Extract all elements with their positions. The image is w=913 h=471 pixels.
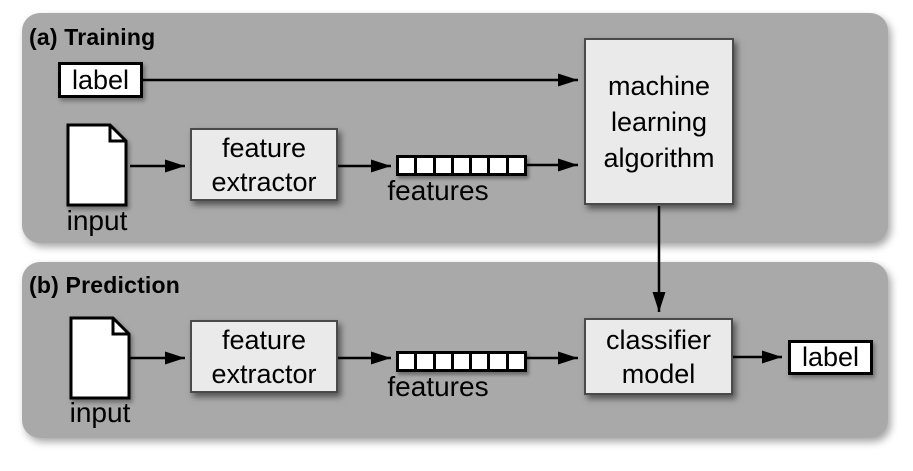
feature-cell: [508, 354, 524, 369]
feature-cell: [508, 158, 524, 173]
input-document-icon: [69, 316, 131, 400]
panel-prediction: [22, 262, 888, 438]
prediction-header: (b) Prediction: [29, 272, 181, 298]
feature-cell: [399, 354, 415, 369]
training-feature-extractor-box: feature extractor: [190, 128, 338, 201]
feature-cell: [399, 158, 415, 173]
prediction-input-caption: input: [69, 397, 131, 428]
feature-cell: [472, 158, 488, 173]
classifier-model-box: classifier model: [584, 318, 733, 395]
feature-cell: [435, 158, 451, 173]
training-label-box: label: [58, 62, 143, 98]
training-input-caption: input: [66, 205, 128, 236]
prediction-feature-vector: [396, 351, 527, 372]
feature-cell: [417, 158, 433, 173]
feature-cell: [490, 354, 506, 369]
input-document-icon: [66, 123, 128, 207]
ml-algorithm-box: machine learning algorithm: [584, 38, 734, 205]
panel-training: [22, 13, 888, 243]
feature-cell: [490, 158, 506, 173]
feature-cell: [453, 354, 470, 369]
training-feature-vector: [396, 155, 527, 176]
prediction-feature-extractor-box: feature extractor: [190, 320, 338, 393]
feature-cell: [417, 354, 433, 369]
feature-cell: [472, 354, 488, 369]
feature-cell: [453, 158, 470, 173]
prediction-features-caption: features: [387, 371, 489, 402]
feature-cell: [435, 354, 451, 369]
training-features-caption: features: [387, 175, 489, 206]
training-header: (a) Training: [29, 24, 156, 50]
prediction-label-box: label: [788, 340, 873, 375]
